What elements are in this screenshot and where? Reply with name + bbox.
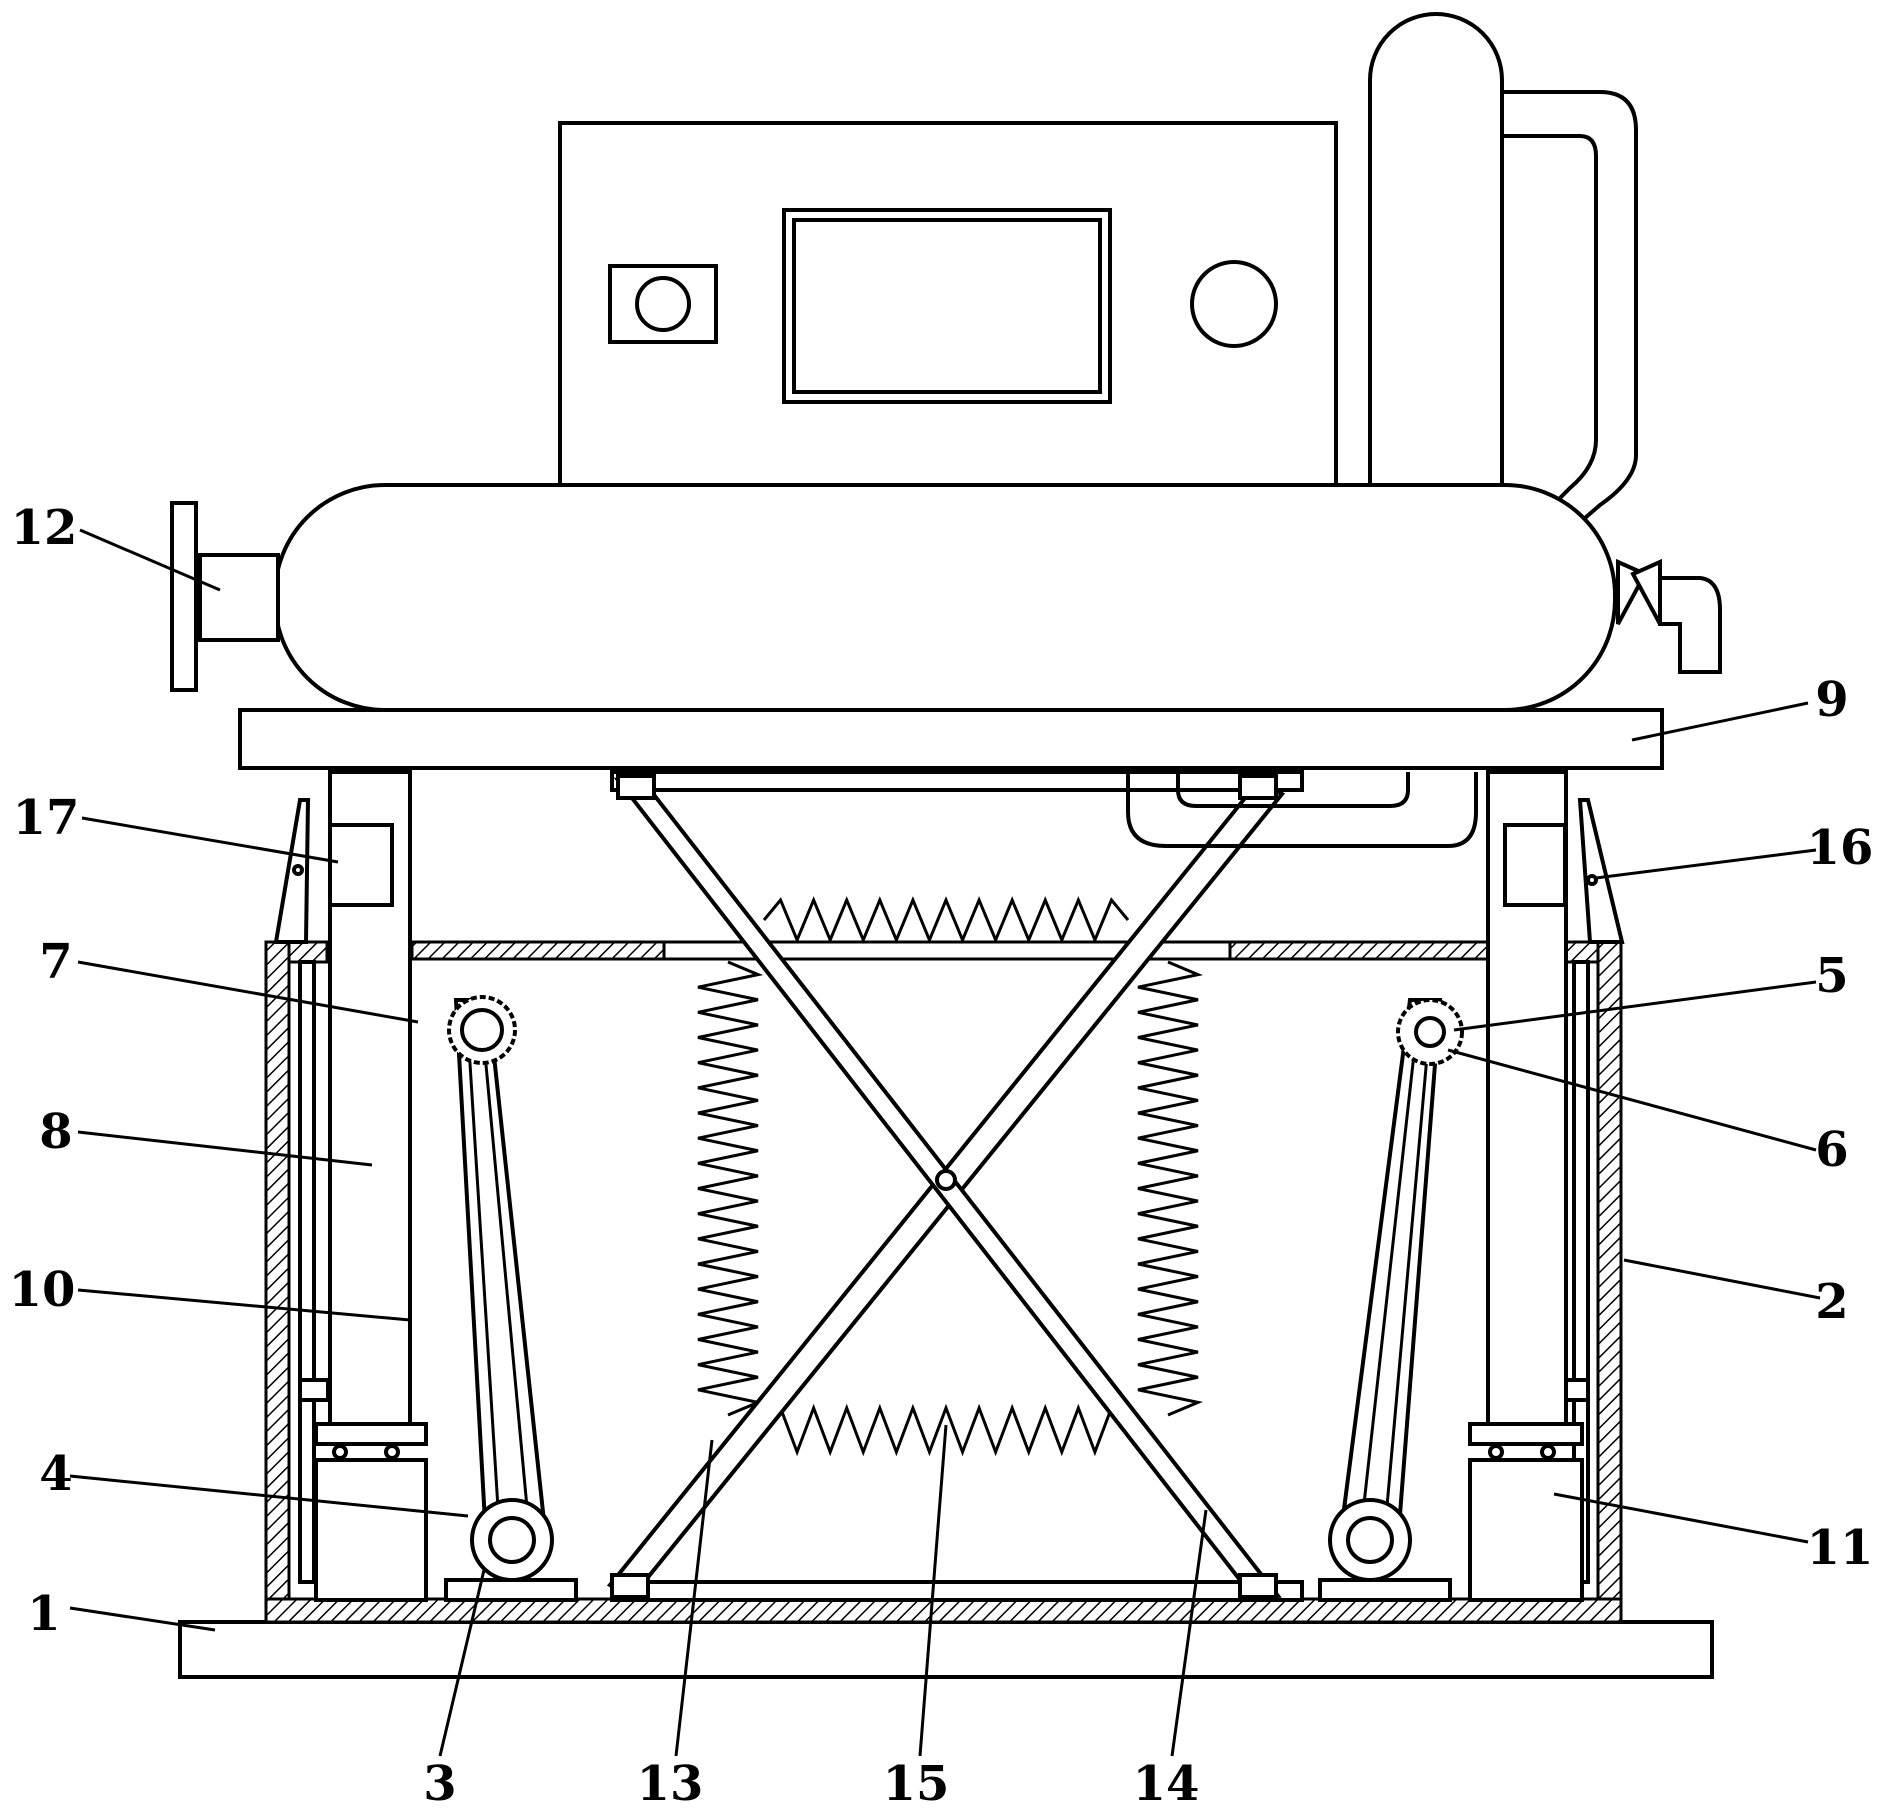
callouts: 1 2 3 4 5 6 7 8 9 10 11 12 13 14 15 16 1…	[9, 500, 1874, 1812]
indicator-knob	[635, 276, 691, 332]
callout-1: 1	[27, 1586, 60, 1642]
right-motor-block	[1468, 1458, 1584, 1602]
base-plate	[178, 1620, 1714, 1679]
callout-9: 9	[1815, 672, 1848, 728]
right-belt-drive	[1318, 998, 1464, 1602]
callout-12: 12	[11, 500, 78, 556]
callout-17: 17	[13, 790, 80, 846]
callout-3: 3	[423, 1756, 456, 1812]
scissor-mechanism	[606, 770, 1304, 1602]
control-cabinet	[558, 121, 1338, 487]
round-gauge	[1190, 260, 1278, 348]
vertical-cylinder	[1368, 12, 1638, 520]
left-sensor	[273, 798, 394, 944]
left-guide-rail	[298, 960, 330, 1584]
display-screen	[782, 208, 1112, 404]
callout-14: 14	[1133, 1756, 1200, 1812]
callout-2: 2	[1815, 1274, 1848, 1330]
tank	[170, 483, 1722, 712]
callout-15: 15	[883, 1756, 950, 1812]
inlet-flange	[170, 501, 198, 692]
callout-8: 8	[39, 1104, 72, 1160]
callout-11: 11	[1807, 1520, 1874, 1576]
left-motor-block	[314, 1458, 428, 1602]
callout-13: 13	[637, 1756, 704, 1812]
callout-6: 6	[1815, 1122, 1848, 1178]
springs	[697, 896, 1204, 1457]
underside-duct	[1126, 772, 1478, 848]
support-plate	[238, 708, 1664, 770]
callout-10: 10	[9, 1262, 76, 1318]
callout-5: 5	[1815, 948, 1848, 1004]
callout-7: 7	[39, 934, 72, 990]
right-sensor	[1503, 798, 1625, 944]
callout-16: 16	[1807, 820, 1874, 876]
leader-lines	[69, 528, 1821, 1757]
callout-4: 4	[39, 1446, 72, 1502]
left-belt-drive	[444, 995, 578, 1602]
